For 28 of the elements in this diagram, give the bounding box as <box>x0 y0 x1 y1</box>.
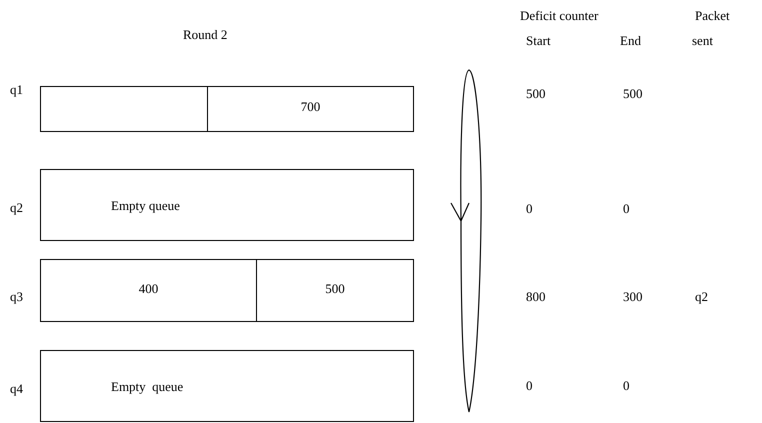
queue-label: Empty queue <box>111 379 184 395</box>
queue-name: q2 <box>10 200 23 216</box>
table-value: 0 <box>526 201 532 217</box>
queue-box <box>40 350 414 422</box>
queue-box <box>40 86 414 132</box>
packet-size: 700 <box>300 99 322 115</box>
table-value: 0 <box>526 378 532 394</box>
table-value: 500 <box>526 86 546 102</box>
queue-name: q4 <box>10 381 23 397</box>
column-header: Start <box>526 33 551 49</box>
table-value: 0 <box>623 378 630 394</box>
table-header: Deficit counter <box>520 8 598 24</box>
queue-box <box>40 169 414 241</box>
table-value: 500 <box>623 86 642 102</box>
packet-size: 500 <box>324 281 346 297</box>
queue-name: q1 <box>10 82 23 98</box>
table-header: Packet <box>695 8 730 24</box>
queue-name: q3 <box>10 289 23 305</box>
column-header: End <box>620 33 641 49</box>
diagram-title: Round 2 <box>183 27 228 43</box>
table-value: 0 <box>623 201 630 217</box>
table-value: q2 <box>695 289 708 305</box>
queue-label: Empty queue <box>111 198 180 214</box>
table-value: 800 <box>526 289 546 305</box>
packet-size: 400 <box>138 281 160 297</box>
table-value: 300 <box>623 289 642 305</box>
queue-box <box>40 259 414 322</box>
column-header: sent <box>692 33 713 49</box>
